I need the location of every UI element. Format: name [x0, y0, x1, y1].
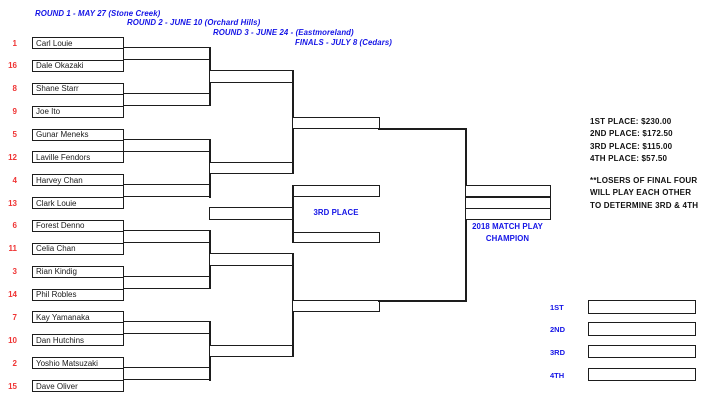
round3-header: ROUND 3 - JUNE 24 - (Eastmoreland)	[213, 28, 354, 37]
player-slot: Shane Starr	[32, 82, 124, 95]
round2-slot	[123, 92, 211, 106]
third-place-label: 3RD PLACE	[313, 207, 359, 217]
standing-label-3rd: 3RD	[550, 347, 566, 357]
player-slot: Clark Louie	[32, 197, 124, 210]
standing-label-1st: 1ST	[550, 303, 564, 312]
champion-slot-row	[464, 185, 551, 197]
player-slot: Carl Louie	[32, 37, 124, 49]
seed-number: 11	[8, 244, 17, 254]
round2-slot	[123, 321, 211, 335]
seed-number: 1	[12, 38, 17, 48]
round2-slot	[123, 47, 211, 60]
champion-slot-row	[464, 208, 551, 220]
third-place-entrant-slot	[291, 185, 380, 197]
prize-4th: 4TH PLACE: $57.50	[590, 154, 668, 164]
round1-header: ROUND 1 - MAY 27 (Stone Creek)	[35, 8, 161, 18]
standing-slot-1st	[588, 300, 696, 314]
finalist-slot	[291, 299, 380, 312]
third-place-entrant-slot	[291, 231, 380, 243]
note-line: **LOSERS OF FINAL FOUR	[590, 175, 698, 185]
note-line: WILL PLAY EACH OTHER	[590, 188, 692, 198]
seed-number: 6	[12, 221, 17, 231]
round2-slot	[123, 367, 211, 381]
player-slot: Dave Oliver	[32, 380, 124, 392]
third-place-winner-slot	[209, 206, 293, 220]
round3-slot	[209, 161, 293, 174]
round2-slot	[123, 138, 211, 152]
standing-slot-4th	[588, 367, 696, 381]
champion-label-line2: CHAMPION	[485, 233, 530, 243]
round2-slot	[123, 275, 211, 289]
finalist-slot	[291, 117, 380, 129]
seed-number: 2	[12, 358, 17, 368]
seed-number: 14	[8, 290, 17, 299]
champion-label-line1: 2018 MATCH PLAY	[472, 221, 543, 231]
seed-number: 5	[12, 130, 17, 139]
champion-slot-row	[464, 196, 551, 209]
seed-number: 15	[8, 381, 17, 391]
seed-number: 13	[8, 198, 17, 208]
standing-label-4th: 4TH	[550, 370, 565, 380]
player-slot: Gunar Meneks	[32, 128, 124, 141]
player-slot: Harvey Chan	[32, 174, 124, 187]
seed-number: 12	[8, 152, 17, 162]
prize-2nd: 2ND PLACE: $172.50	[590, 129, 673, 139]
player-slot: Joe Ito	[32, 105, 124, 118]
round2-slot	[123, 229, 211, 243]
player-slot: Dale Okazaki	[32, 59, 124, 72]
seed-number: 10	[8, 335, 17, 345]
standing-slot-2nd	[588, 322, 696, 336]
round3-slot	[209, 344, 293, 357]
player-slot: Celia Chan	[32, 242, 124, 255]
seed-number: 7	[12, 312, 17, 322]
prize-3rd: 3RD PLACE: $115.00	[590, 141, 673, 151]
seed-number: 9	[12, 107, 17, 117]
standing-slot-3rd	[588, 344, 696, 359]
round2-header: ROUND 2 - JUNE 10 (Orchard Hills)	[127, 18, 261, 28]
finals-header: FINALS - JULY 8 (Cedars)	[295, 38, 392, 48]
prize-1st: 1ST PLACE: $230.00	[590, 116, 672, 126]
round3-slot	[209, 253, 293, 266]
player-slot: Yoshio Matsuzaki	[32, 357, 124, 370]
seed-number: 3	[12, 267, 17, 277]
player-slot: Dan Hutchins	[32, 334, 124, 347]
round2-slot	[123, 184, 211, 198]
seed-number: 16	[8, 61, 17, 71]
bracket-connector	[378, 127, 466, 130]
player-slot: Forest Denno	[32, 219, 124, 232]
seed-number: 8	[12, 84, 17, 94]
round3-slot	[209, 70, 293, 83]
player-slot: Kay Yamanaka	[32, 311, 124, 324]
seed-number: 4	[12, 175, 17, 185]
note-line: TO DETERMINE 3RD & 4TH	[590, 200, 699, 210]
player-slot: Laville Fendors	[32, 151, 124, 164]
bracket-connector	[378, 299, 466, 302]
player-slot: Rian Kindig	[32, 265, 124, 278]
standing-label-2nd: 2ND	[550, 325, 566, 335]
player-slot: Phil Robles	[32, 288, 124, 301]
